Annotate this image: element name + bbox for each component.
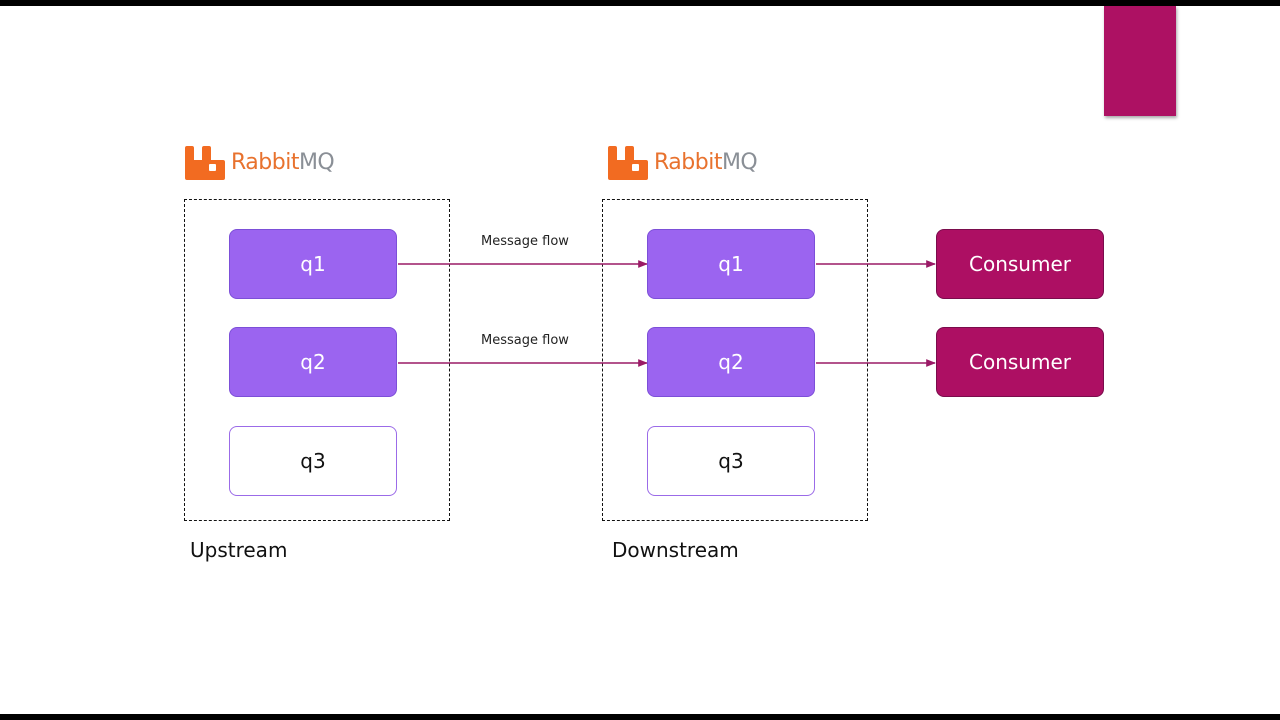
downstream-queue-q3: q3 — [647, 426, 815, 496]
accent-rectangle — [1104, 6, 1176, 116]
upstream-queue-q2: q2 — [229, 327, 397, 397]
upstream-queue-q1: q1 — [229, 229, 397, 299]
consumer-2: Consumer — [936, 327, 1104, 397]
flow-label-2: Message flow — [481, 333, 569, 348]
logo-word-mq: MQ — [298, 150, 335, 175]
downstream-broker-box — [602, 199, 868, 521]
downstream-queue-q1: q1 — [647, 229, 815, 299]
logo-word-rabbit: Rabbit — [654, 150, 722, 175]
consumer-1: Consumer — [936, 229, 1104, 299]
bottom-border-bar — [0, 714, 1280, 720]
logo-word-rabbit: Rabbit — [231, 150, 299, 175]
rabbitmq-icon — [608, 146, 648, 180]
upstream-queue-q3: q3 — [229, 426, 397, 496]
top-border-bar — [0, 0, 1280, 6]
upstream-label: Upstream — [190, 538, 288, 562]
downstream-label: Downstream — [612, 538, 739, 562]
downstream-queue-q2: q2 — [647, 327, 815, 397]
upstream-broker-box — [184, 199, 450, 521]
flow-label-1: Message flow — [481, 234, 569, 249]
rabbitmq-icon — [185, 146, 225, 180]
logo-word-mq: MQ — [721, 150, 758, 175]
